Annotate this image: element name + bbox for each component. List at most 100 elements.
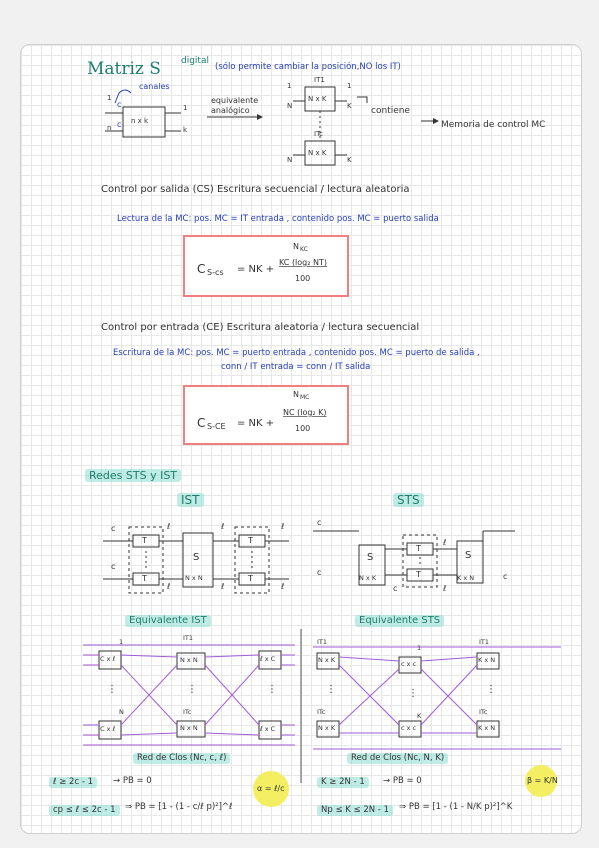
clos-ist-mid-bot: N x N	[180, 724, 198, 732]
cs-heading: Control por salida (CS) Escritura secuen…	[101, 184, 410, 195]
ist-c1: c	[111, 524, 116, 533]
sts-s2: S	[465, 550, 472, 561]
clos-sts-left-top: N x K	[318, 656, 336, 664]
clos-ist-left-bot: C x ℓ	[100, 725, 116, 733]
label-1b: 1	[183, 104, 188, 112]
clos-sts-mid-bot: c x c	[401, 724, 417, 732]
formula-cs-den: 100	[295, 274, 311, 283]
ce-escritura: Escritura de la MC: pos. MC = puerto ent…	[113, 348, 480, 358]
formula-ce-rest: = NK +	[237, 418, 275, 429]
formula-cs-lhs: C	[197, 262, 206, 276]
clos-sts-caption: Red de Clos (Nc, N, K)	[347, 753, 449, 764]
sts-kxn: K x N	[457, 574, 475, 582]
clos-ist-right-top: ℓ x C	[260, 655, 276, 663]
formula-ce-num-mid: NC (log₂ K)	[283, 408, 327, 417]
clos-ist-n1: 1	[119, 638, 124, 646]
ist-title: IST	[177, 493, 204, 507]
cs-lectura: Lectura de la MC: pos. MC = IT entrada ,…	[117, 214, 439, 224]
ist-nxn: N x N	[185, 574, 203, 582]
clos-sts-mid-top: c x c	[401, 660, 417, 668]
sts-c4: c	[503, 572, 508, 581]
formula-ce-num-top: N	[293, 390, 299, 399]
clos-sts-it1a: IT1	[317, 638, 328, 646]
redes-diagram	[83, 526, 561, 783]
clos-ist-dots2: ⋮	[187, 684, 197, 695]
formula-ce-box	[183, 385, 349, 445]
alpha-label: α = ℓ/c	[257, 784, 285, 793]
clos-sts-right-bot: K x N	[478, 724, 496, 732]
eq-ist-title: Equivalente IST	[125, 615, 211, 627]
clos-sts-dots1: ⋮	[326, 684, 336, 695]
sts-l1: ℓ	[443, 538, 447, 547]
sts-t2: T	[416, 570, 421, 579]
label-itc: ITc	[314, 130, 323, 138]
clos-sts-it1b: IT1	[479, 638, 490, 646]
label-c1: c	[117, 100, 122, 109]
ist-l5: ℓ	[281, 522, 285, 531]
beta-label: β = K/N	[527, 776, 558, 785]
clos-ist-dots1: ⋮	[107, 684, 117, 695]
ist-c2: c	[111, 562, 116, 571]
clos-sts-itcb: ITc	[479, 708, 488, 716]
sts-l2: ℓ	[443, 584, 447, 593]
ist-t1: T	[142, 536, 147, 545]
label-c2: c	[117, 120, 122, 129]
ist-t4: T	[248, 574, 253, 583]
sts-res2: ⇒ PB = [1 - (1 - N/K p)²]^K	[399, 802, 513, 812]
sts-c3: c	[393, 584, 398, 593]
sts-s1: S	[367, 552, 374, 563]
alpha-highlight	[253, 771, 289, 807]
clos-ist-right-bot: ℓ x C	[260, 725, 276, 733]
ist-l4: ℓ	[221, 582, 225, 591]
label-11: 1	[287, 82, 292, 90]
label-NxK1: N x K	[308, 95, 327, 103]
redes-heading: Redes STS y IST	[85, 469, 182, 482]
clos-ist-n2: N	[119, 708, 124, 716]
sts-c1: c	[317, 518, 322, 527]
label-1a: 1	[107, 94, 112, 102]
formula-ce-num-top-sub: MC	[300, 394, 310, 401]
ist-s: S	[193, 552, 200, 563]
analogico-label: analógico	[211, 106, 250, 115]
ist-l2: ℓ	[167, 582, 171, 591]
label-N2: N	[287, 156, 293, 164]
ist-t2: T	[142, 574, 147, 583]
clos-ist-mid-top: N x N	[180, 656, 198, 664]
formula-cs-rest: = NK +	[237, 264, 275, 275]
sts-nxk: N x K	[359, 574, 377, 582]
clos-sts-right-top: K x N	[478, 656, 496, 664]
ce-escritura2: conn / IT entrada = conn / IT salida	[221, 362, 371, 372]
sts-title: STS	[393, 493, 424, 507]
label-it1: IT1	[314, 76, 325, 84]
clos-ist-it1: IT1	[183, 634, 194, 642]
notebook-page: Matriz S digital (sólo permite cambiar l…	[20, 44, 582, 834]
label-12: 1	[347, 82, 352, 90]
label-NxK2: N x K	[308, 149, 327, 157]
ce-heading: Control por entrada (CE) Escritura aleat…	[101, 322, 420, 333]
sts-c2: c	[317, 568, 322, 577]
title-note: (sólo permite cambiar la posición,NO los…	[215, 62, 401, 72]
label-N1: N	[287, 102, 293, 110]
label-K2: K	[347, 156, 352, 164]
formula-ce-lhs: C	[197, 416, 206, 430]
clos-ist-itc: ITc	[183, 708, 192, 716]
sts-t1: T	[416, 544, 421, 553]
formula-cs-num-top: N	[293, 242, 299, 251]
clos-sts-left-bot: N x K	[318, 724, 336, 732]
ist-cond1: ℓ ≥ 2c - 1	[49, 777, 97, 788]
label-n: n	[107, 124, 112, 132]
ist-res1: → PB = 0	[113, 776, 152, 786]
ist-l6: ℓ	[281, 582, 285, 591]
clos-sts-k1: 1	[417, 644, 422, 652]
formula-cs-sub: S-cs	[207, 268, 224, 277]
formula-ce-den: 100	[295, 424, 311, 433]
ist-l3: ℓ	[221, 522, 225, 531]
ist-cond2: cp ≤ ℓ ≤ 2c - 1	[49, 805, 120, 816]
clos-ist-caption: Red de Clos (Nc, c, ℓ)	[133, 753, 231, 764]
label-k: k	[183, 126, 188, 134]
equiv-label: equivalente	[211, 96, 259, 105]
clos-ist-left-top: C x ℓ	[100, 655, 116, 663]
ist-res2: ⇒ PB = [1 - (1 - c/ℓ p)²]^ℓ	[125, 802, 233, 812]
clos-sts-itca: ITc	[317, 708, 326, 716]
formula-cs-num-mid: KC (log₂ NT)	[279, 258, 327, 267]
